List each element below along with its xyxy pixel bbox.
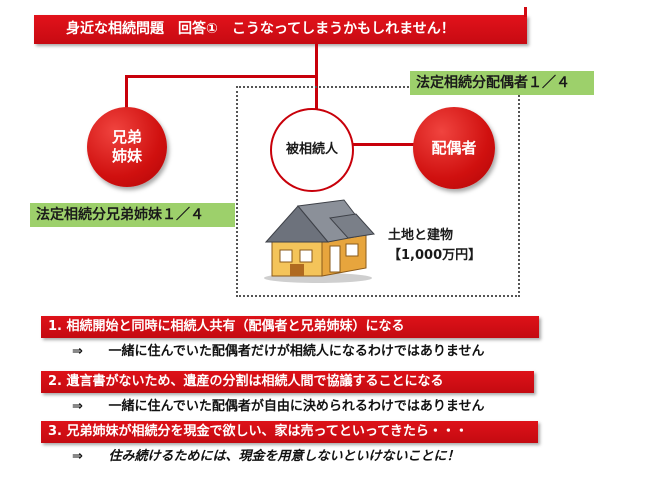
point-1-heading-text: 1. 相続開始と同時に相続人共有（配偶者と兄弟姉妹）になる: [48, 319, 405, 334]
title-banner: 身近な相続問題 回答① こうなってしまうかもしれません！: [34, 7, 527, 44]
connector-spouse: [352, 143, 418, 146]
spouse-share-label: 法定相続分配偶者１／４: [410, 71, 594, 95]
household-dotted-frame: [236, 86, 520, 297]
arrow-right-icon: ⇒: [72, 449, 83, 464]
sibling-circle-label: 兄弟 姉妹: [111, 128, 142, 165]
point-3-note-text: 住み続けるためには、現金を用意しないといけないことに！: [108, 449, 460, 464]
property-info: 土地と建物 【1,000万円】: [388, 226, 481, 266]
deceased-circle-label: 被相続人: [285, 141, 338, 157]
house-icon: [264, 199, 375, 283]
point-2-heading: 2. 遺言書がないため、遺産の分割は相続人間で協議することになる: [41, 371, 534, 393]
point-3-heading-text: 3. 兄弟姉妹が相続分を現金で欲しい、家は売ってといってきたら・・・: [48, 424, 468, 439]
connector-vertical-main: [315, 44, 318, 77]
spouse-circle-label: 配偶者: [431, 138, 477, 157]
point-2-note-text: 一緒に住んでいた配偶者が自由に決められるわけではありません: [108, 399, 485, 414]
point-3-heading: 3. 兄弟姉妹が相続分を現金で欲しい、家は売ってといってきたら・・・: [41, 421, 538, 443]
point-3-note: ⇒ 住み続けるためには、現金を用意しないといけないことに！: [72, 447, 460, 467]
sibling-circle: 兄弟 姉妹: [87, 107, 167, 187]
point-1-heading: 1. 相続開始と同時に相続人共有（配偶者と兄弟姉妹）になる: [41, 316, 539, 338]
point-2-note: ⇒ 一緒に住んでいた配偶者が自由に決められるわけではありません: [72, 397, 485, 417]
arrow-right-icon: ⇒: [72, 344, 83, 359]
spouse-circle: 配偶者: [413, 107, 495, 189]
arrow-right-icon: ⇒: [72, 399, 83, 414]
title-text: 身近な相続問題 回答① こうなってしまうかもしれません！: [66, 21, 455, 37]
point-2-heading-text: 2. 遺言書がないため、遺産の分割は相続人間で協議することになる: [48, 374, 444, 389]
sibling-share-label: 法定相続分兄弟姉妹１／４: [30, 203, 235, 227]
point-1-note-text: 一緒に住んでいた配偶者だけが相続人になるわけではありません: [108, 344, 485, 359]
connector-horizontal: [125, 75, 318, 78]
deceased-circle: 被相続人: [270, 108, 354, 192]
connector-deceased: [315, 75, 318, 110]
property-name: 土地と建物: [388, 228, 454, 243]
point-1-note: ⇒ 一緒に住んでいた配偶者だけが相続人になるわけではありません: [72, 342, 485, 362]
property-value: 【1,000万円】: [388, 248, 482, 263]
connector-sibling: [125, 75, 128, 110]
title-accent: [524, 7, 527, 17]
